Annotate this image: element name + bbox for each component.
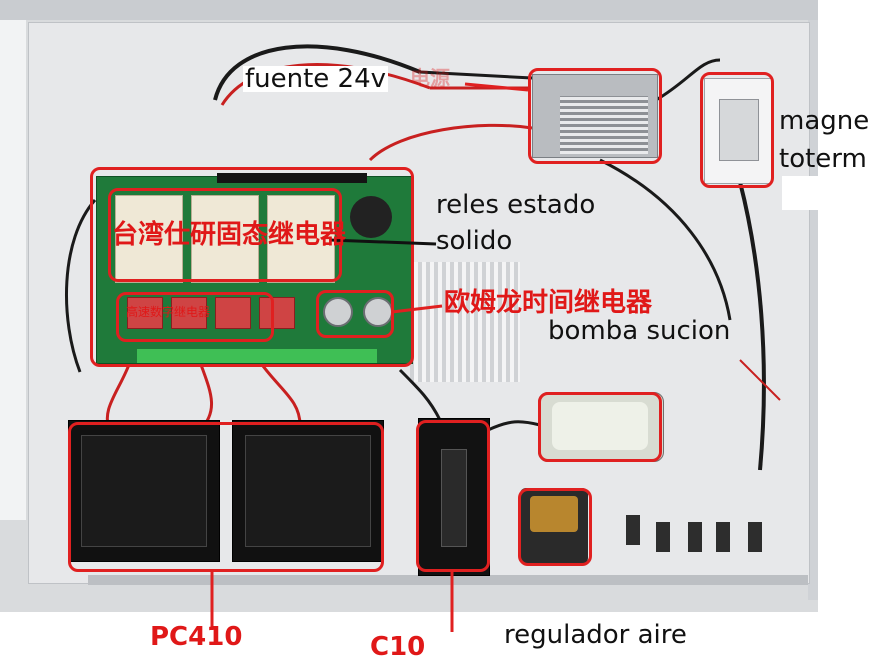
pc410-controller [68, 420, 220, 562]
breaker-highlight-box [700, 72, 774, 188]
label-ssr-line1: reles estado [436, 190, 596, 220]
thermomagnetic-breaker [704, 78, 772, 184]
control-pcb [96, 173, 413, 364]
din-rail [88, 575, 808, 585]
pcb-terminal-strip [217, 173, 367, 183]
label-pc410: PC410 [150, 622, 243, 652]
vent-grating [410, 262, 520, 382]
pneumatic-fitting [716, 522, 730, 552]
time-relay [323, 297, 353, 327]
label-power-supply-cn: 电源 [410, 66, 450, 90]
pcb-connector-strip [137, 349, 377, 363]
solid-state-relay [191, 195, 259, 283]
label-ssr-line2: solido [436, 226, 513, 256]
label-timer-relay-cn: 欧姆龙时间继电器 [444, 288, 653, 318]
solid-state-relay [267, 195, 335, 283]
power-supply-grill [560, 96, 648, 154]
label-scribble [782, 176, 826, 210]
pneumatic-fitting [688, 522, 702, 552]
timer-relay-highlight-box [316, 290, 394, 338]
psu-highlight-box [528, 68, 662, 164]
air-regulator-valve [530, 496, 578, 532]
cabinet-top-edge [0, 0, 818, 20]
pcb-highlight-box [90, 167, 414, 367]
solid-state-relay [115, 195, 183, 283]
label-pump: bomba sucion [548, 316, 731, 346]
label-c10: C10 [370, 632, 426, 662]
pneumatic-fitting [748, 522, 762, 552]
regulator-highlight-box [518, 488, 592, 566]
mini-relay [171, 297, 207, 329]
ssr-highlight-box [108, 188, 342, 282]
pc410-controller [232, 420, 384, 562]
mini-relay [215, 297, 251, 329]
c10-highlight-box [416, 420, 490, 572]
label-regulator: regulador aire [504, 620, 687, 650]
cabinet-left-wall [0, 20, 26, 520]
label-power-supply: fuente 24v [243, 64, 389, 94]
label-breaker-line2: toterm [779, 144, 867, 174]
pneumatic-fitting [656, 522, 670, 552]
buzzer [350, 196, 392, 238]
suction-pump-body [552, 402, 648, 450]
label-breaker-line1: magne [779, 106, 870, 136]
c10-controller [418, 418, 490, 576]
pc410-highlight-box [68, 422, 384, 572]
mini-relay [127, 297, 163, 329]
label-ssr-cn: 台湾仕研固态继电器 [112, 220, 347, 250]
minirelay-highlight-box [116, 292, 274, 342]
time-relay [363, 297, 393, 327]
pump-highlight-box [538, 392, 662, 462]
pneumatic-fitting [626, 515, 640, 545]
label-minirelay-cn: 高速数字继电器 [126, 305, 211, 319]
cabinet-right-wall [808, 20, 818, 600]
mini-relay [259, 297, 295, 329]
